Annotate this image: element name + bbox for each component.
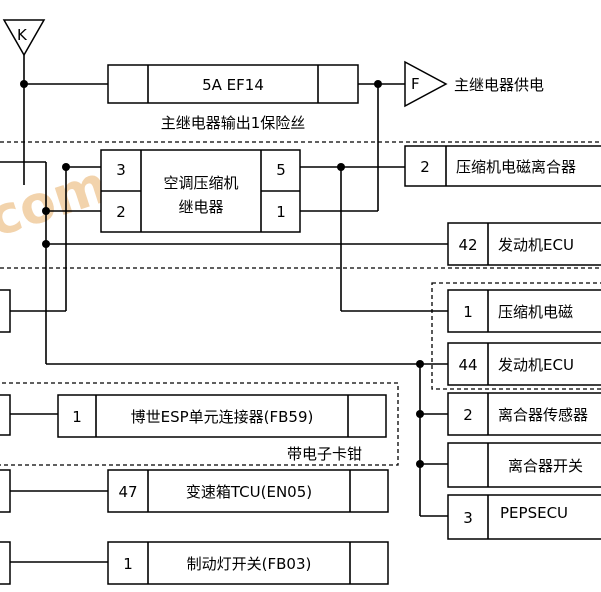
left-edge-boxes — [0, 289, 11, 585]
left-boxes-2-text: 制动灯开关(FB03) — [187, 555, 312, 573]
left-boxes-0-text: 博世ESP单元连接器(FB59) — [131, 408, 314, 426]
brake-switch-box: 1 制动灯开关(FB03) — [107, 541, 389, 585]
clutch-sensor-box: 2 离合器传感器 — [447, 392, 601, 436]
connector-boxes-1-pin: 42 — [458, 236, 477, 254]
relay-pin-1: 1 — [276, 203, 286, 221]
relay-pin-2: 2 — [116, 203, 126, 221]
compressor-magnet-box: 1 压缩机电磁 — [447, 289, 601, 333]
connector-f-label: F — [411, 75, 420, 93]
left-boxes-0-pin: 1 — [72, 408, 82, 426]
connector-k: K — [2, 19, 46, 57]
relay-name-line2: 继电器 — [178, 198, 223, 216]
connector-f: F — [404, 60, 448, 108]
fuse-name: 5A EF14 — [202, 76, 264, 94]
connector-boxes-4-text: 离合器传感器 — [498, 406, 588, 424]
left-boxes-1-pin: 47 — [118, 483, 137, 501]
connector-boxes-6-pin: 3 — [463, 509, 473, 527]
left-boxes-1-text: 变速箱TCU(EN05) — [186, 483, 312, 501]
fuse-ef14: 5A EF14 — [107, 64, 359, 104]
tcu-box: 47 变速箱TCU(EN05) — [107, 469, 389, 513]
connector-boxes-6-text: PEPSECU — [500, 504, 568, 522]
engine-ecu-44-box: 44 发动机ECU — [447, 342, 601, 386]
clutch-switch-box: 离合器开关 — [447, 442, 601, 488]
main-relay-supply-label: 主继电器供电 — [454, 76, 544, 94]
dashed-group-ecu — [431, 282, 601, 390]
connector-boxes-2-text: 压缩机电磁 — [498, 303, 573, 321]
connector-boxes-0-pin: 2 — [420, 158, 430, 176]
relay-pin-3: 3 — [116, 161, 126, 179]
compressor-clutch-box: 2 压缩机电磁离合器 — [404, 145, 601, 187]
dashed-group-esp — [0, 382, 399, 466]
connector-k-label: K — [17, 26, 28, 44]
watermark: com — [0, 155, 115, 249]
left-boxes-2-pin: 1 — [123, 555, 133, 573]
connector-boxes-0-text: 压缩机电磁离合器 — [456, 158, 576, 176]
junction-dots — [20, 80, 424, 468]
wires — [0, 55, 448, 563]
connector-boxes-5-text: 离合器开关 — [508, 457, 583, 475]
connector-boxes-3-pin: 44 — [458, 356, 477, 374]
engine-ecu-42-box: 42 发动机ECU — [447, 222, 601, 266]
esp-connector-box: 1 博世ESP单元连接器(FB59) — [57, 394, 387, 438]
connector-boxes-1-text: 发动机ECU — [498, 236, 574, 254]
connector-boxes-2-pin: 1 — [463, 303, 473, 321]
connector-boxes-4-pin: 2 — [463, 406, 473, 424]
peps-ecu-box: 3 PEPSECU — [447, 494, 601, 540]
relay-name-line1: 空调压缩机 — [163, 174, 238, 192]
fuse-caption: 主继电器输出1保险丝 — [161, 114, 306, 132]
relay-pin-5: 5 — [276, 161, 286, 179]
ac-compressor-relay: 3 2 5 1 空调压缩机 继电器 — [100, 149, 301, 233]
connector-boxes-3-text: 发动机ECU — [498, 356, 574, 374]
clamp-note: 带电子卡钳 — [287, 445, 362, 463]
